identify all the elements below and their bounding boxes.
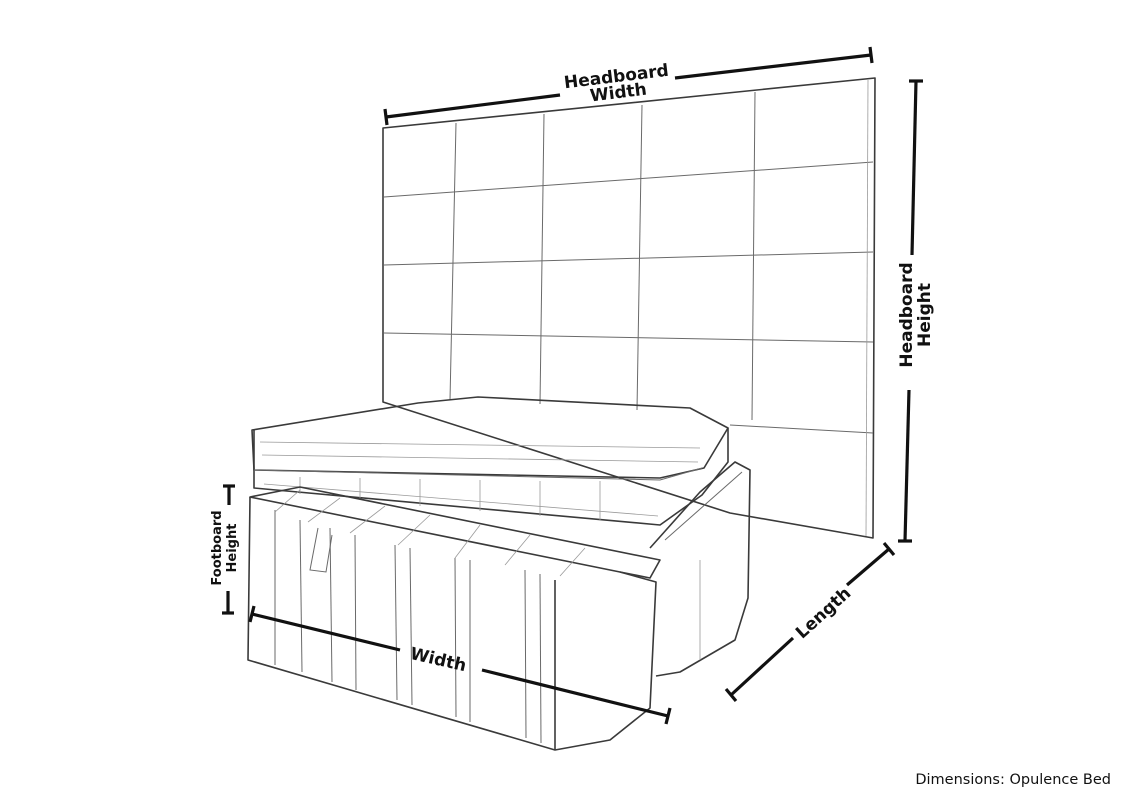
width-dimension: Width (248, 605, 672, 725)
length-line-top (845, 547, 891, 587)
headboard-height-dimension: Headboard Height (897, 79, 935, 543)
length-tick-top (882, 541, 896, 557)
headboard-width-tick-left (383, 108, 389, 126)
width-tick-left (248, 605, 256, 623)
mattress-drawing (251, 396, 729, 526)
width-line-left (251, 612, 401, 652)
footboard-height-label-line1: Footboard (210, 510, 225, 585)
bed-base-drawing (649, 461, 751, 677)
headboard-height-line-bottom (903, 389, 911, 542)
width-line-right (481, 668, 669, 718)
headboard-height-label-line1: Headboard (897, 262, 917, 367)
footboard-drawing (247, 486, 661, 751)
caption: Dimensions: Opulence Bed (915, 772, 1111, 788)
footboard-height-dimension: Footboard Height (210, 484, 240, 615)
length-label: Length (792, 583, 855, 643)
length-dimension: Length (724, 541, 896, 703)
length-line-bottom (729, 636, 795, 697)
width-label: Width (408, 644, 468, 676)
headboard-width-line-right (674, 53, 872, 80)
headboard-height-line-top (910, 80, 918, 256)
headboard-width-line-left (385, 93, 561, 119)
headboard-height-label-line2: Height (915, 283, 935, 347)
headboard-drawing (382, 77, 876, 539)
length-tick-bottom (724, 687, 738, 703)
width-tick-right (664, 707, 672, 725)
footboard-height-label-line2: Height (225, 524, 240, 573)
headboard-width-tick-right (868, 46, 874, 64)
